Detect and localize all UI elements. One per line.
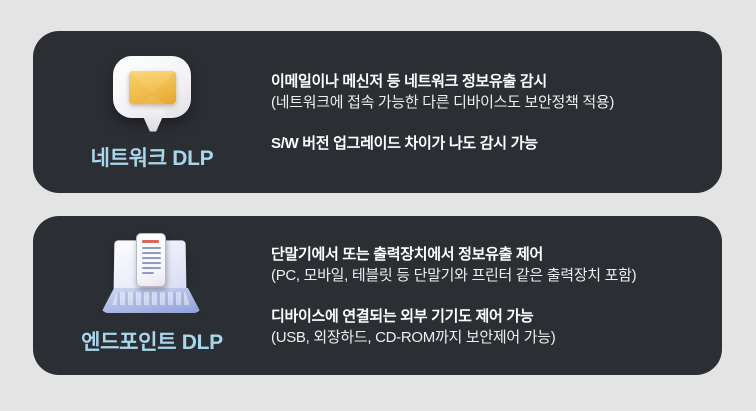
laptop-keyboard xyxy=(112,292,190,305)
document-header-bar xyxy=(142,240,159,243)
card-network-dlp: 네트워크 DLP 이메일이나 메신저 등 네트워크 정보유출 감시 (네트워크에… xyxy=(33,31,722,193)
paragraph: 이메일이나 메신저 등 네트워크 정보유출 감시 (네트워크에 접속 가능한 다… xyxy=(271,71,702,113)
card-endpoint-dlp: 엔드포인트 DLP 단말기에서 또는 출력장치에서 정보유출 제어 (PC, 모… xyxy=(33,216,722,375)
network-text-column: 이메일이나 메신저 등 네트워크 정보유출 감시 (네트워크에 접속 가능한 다… xyxy=(271,31,722,193)
laptop-base xyxy=(101,288,201,313)
network-icon-column: 네트워크 DLP xyxy=(33,31,271,193)
speech-bubble-tail xyxy=(140,109,166,132)
feature-line: 이메일이나 메신저 등 네트워크 정보유출 감시 xyxy=(271,72,547,90)
endpoint-text-column: 단말기에서 또는 출력장치에서 정보유출 제어 (PC, 모바일, 테블릿 등 … xyxy=(271,216,722,375)
document-text-line xyxy=(142,247,161,249)
feature-line: 단말기에서 또는 출력장치에서 정보유출 제어 xyxy=(271,245,543,263)
card-label-network-dlp: 네트워크 DLP xyxy=(90,146,214,170)
feature-line: S/W 버전 업그레이드 차이가 나도 감시 가능 xyxy=(271,134,538,152)
email-envelope-speech-bubble-icon xyxy=(102,55,202,142)
feature-subline: (PC, 모바일, 테블릿 등 단말기와 프린터 같은 출력장치 포함) xyxy=(271,266,637,284)
laptop-document-icon xyxy=(96,233,208,322)
document-text-line xyxy=(142,252,161,254)
paragraph: 디바이스에 연결되는 외부 기기도 제어 가능 (USB, 외장하드, CD-R… xyxy=(271,306,702,348)
paragraph: S/W 버전 업그레이드 차이가 나도 감시 가능 xyxy=(271,133,702,154)
endpoint-icon-column: 엔드포인트 DLP xyxy=(33,216,271,375)
card-label-endpoint-dlp: 엔드포인트 DLP xyxy=(81,331,223,354)
feature-subline: (USB, 외장하드, CD-ROM까지 보안제어 가능) xyxy=(271,328,556,346)
paragraph: 단말기에서 또는 출력장치에서 정보유출 제어 (PC, 모바일, 테블릿 등 … xyxy=(271,244,702,286)
document-text-line xyxy=(142,262,161,264)
document-text-line xyxy=(142,257,161,259)
document-text-line xyxy=(142,272,154,274)
envelope-icon xyxy=(129,70,176,104)
document-text-line xyxy=(142,267,161,269)
feature-line: 디바이스에 연결되는 외부 기기도 제어 가능 xyxy=(271,307,534,325)
document-icon xyxy=(136,233,166,287)
feature-subline: (네트워크에 접속 가능한 다른 디바이스도 보안정책 적용) xyxy=(271,93,615,111)
